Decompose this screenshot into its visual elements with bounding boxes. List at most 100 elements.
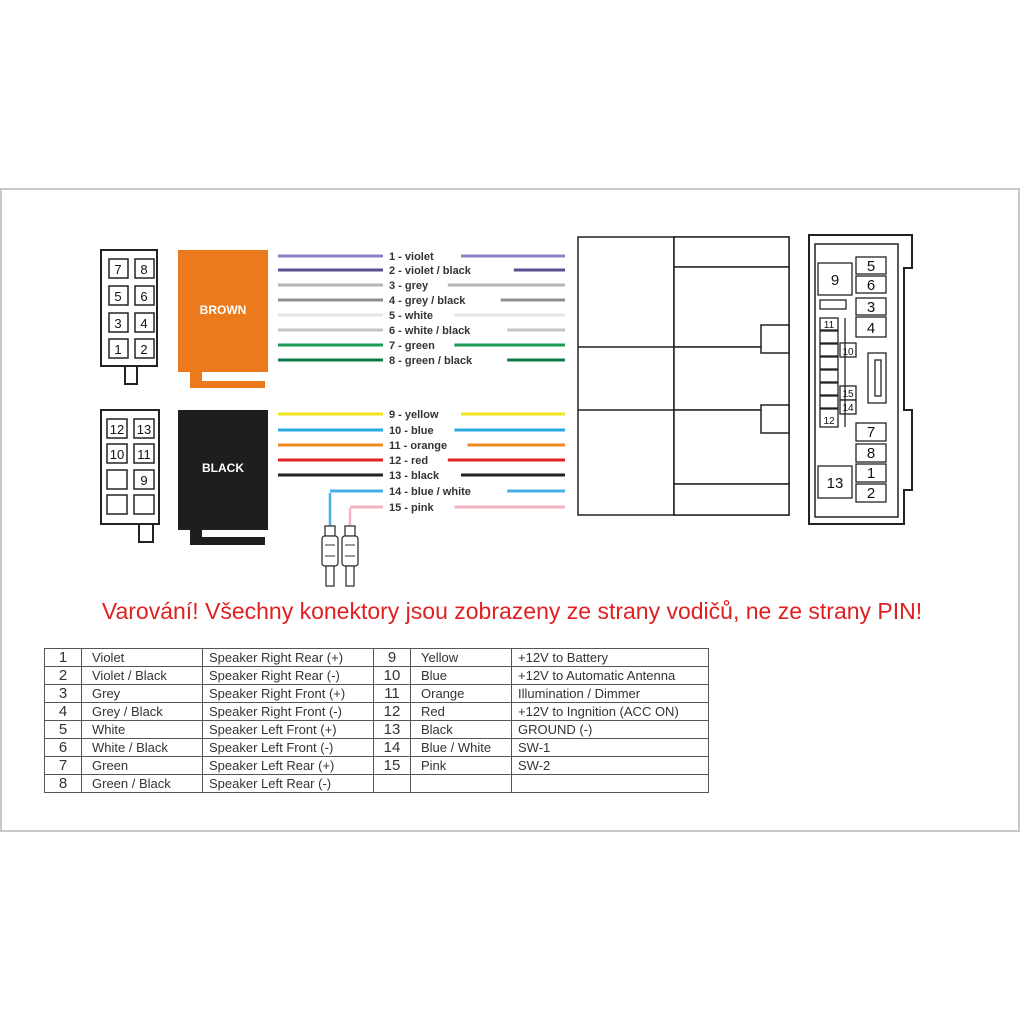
wire-color: White <box>81 720 203 739</box>
wire-label: 14 - blue / white <box>389 486 471 498</box>
wire-label: 1 - violet <box>389 251 434 263</box>
wiring-warning: Varování! Všechny konektory jsou zobraze… <box>101 598 923 624</box>
vehicle-pin-label: 10 <box>842 347 854 358</box>
brown-pin-label: 3 <box>114 316 121 331</box>
black-pin-face: 12 13 10 11 9 <box>100 409 160 543</box>
brown-pin-label: 2 <box>140 342 147 357</box>
wire-label: 7 - green <box>389 340 435 352</box>
vehicle-pin-label: 9 <box>831 272 839 289</box>
brown-pin-label: 5 <box>114 289 121 304</box>
pin-number: 1 <box>44 648 82 667</box>
vehicle-pin-label: 3 <box>867 299 875 316</box>
pin-number: 7 <box>44 756 82 775</box>
brown-pin-face: 7 8 5 6 3 4 1 2 <box>100 249 158 385</box>
black-connector: BLACK <box>178 410 268 545</box>
brown-pin-label: 8 <box>140 262 147 277</box>
vehicle-pin-face: 9 5 6 3 4 11 10 15 14 12 7 8 13 1 2 <box>808 234 913 525</box>
pin-number: 10 <box>373 666 411 685</box>
wire-label: 10 - blue <box>389 425 434 437</box>
wire-color: Yellow <box>410 648 512 667</box>
wire-color: Grey / Black <box>81 702 203 721</box>
wire-label: 11 - orange <box>389 440 447 452</box>
brown-pin-label: 4 <box>140 316 147 331</box>
wire-color: Blue / White <box>410 738 512 757</box>
wire-color: Violet / Black <box>81 666 203 685</box>
wire-function <box>511 774 709 793</box>
wire-label: 13 - black <box>389 470 440 482</box>
wire-label: 8 - green / black <box>389 355 473 367</box>
wire-function: Speaker Right Rear (-) <box>202 666 374 685</box>
vehicle-pin-label: 12 <box>823 416 835 427</box>
vehicle-pin-label: 6 <box>867 277 875 294</box>
wire-function: Speaker Right Front (-) <box>202 702 374 721</box>
vehicle-pin-label: 13 <box>827 475 844 492</box>
brown-connector-label: BROWN <box>200 303 247 317</box>
wire-color: Pink <box>410 756 512 775</box>
pin-number: 15 <box>373 756 411 775</box>
wire-function: Speaker Right Front (+) <box>202 684 374 703</box>
vehicle-pin-label: 14 <box>842 403 854 414</box>
wire-color: Red <box>410 702 512 721</box>
wire-color: Grey <box>81 684 203 703</box>
pin-number: 13 <box>373 720 411 739</box>
wire-label: 9 - yellow <box>389 409 439 421</box>
wire-color <box>410 774 512 793</box>
wire-label: 2 - violet / black <box>389 265 472 277</box>
wire-function: +12V to Ingnition (ACC ON) <box>511 702 709 721</box>
wire-function: Speaker Left Front (-) <box>202 738 374 757</box>
black-pin-label: 12 <box>110 422 124 437</box>
wire-function: Speaker Right Rear (+) <box>202 648 374 667</box>
wire-function: Illumination / Dimmer <box>511 684 709 703</box>
black-pin-label: 11 <box>137 447 151 462</box>
pin-number: 6 <box>44 738 82 757</box>
brown-connector: BROWN <box>178 250 268 388</box>
wire-color: Green / Black <box>81 774 203 793</box>
wire-color: Orange <box>410 684 512 703</box>
wire-color: White / Black <box>81 738 203 757</box>
wire-label: 15 - pink <box>389 502 435 514</box>
pin-number: 12 <box>373 702 411 721</box>
vehicle-pin-label: 2 <box>867 485 875 502</box>
pin-number <box>373 774 411 793</box>
wire-label: 6 - white / black <box>389 325 471 337</box>
wire-function: Speaker Left Rear (-) <box>202 774 374 793</box>
pin-number: 3 <box>44 684 82 703</box>
wire-function: Speaker Left Front (+) <box>202 720 374 739</box>
wire-function: SW-2 <box>511 756 709 775</box>
brown-pin-label: 7 <box>114 262 121 277</box>
vehicle-pin-label: 8 <box>867 445 875 462</box>
wire-function: +12V to Battery <box>511 648 709 667</box>
pin-number: 9 <box>373 648 411 667</box>
pin-number: 8 <box>44 774 82 793</box>
vehicle-connector <box>577 236 790 516</box>
brown-pin-label: 1 <box>114 342 121 357</box>
wiring-diagram: 7 8 5 6 3 4 1 2 12 13 10 11 9 BROWN BLAC… <box>100 234 913 587</box>
sw-plugs <box>321 493 359 587</box>
black-connector-label: BLACK <box>202 461 244 475</box>
wire-color: Black <box>410 720 512 739</box>
wire-color: Green <box>81 756 203 775</box>
vehicle-pin-label: 15 <box>842 389 854 400</box>
pin-number: 14 <box>373 738 411 757</box>
wire-color: Blue <box>410 666 512 685</box>
wire-function: Speaker Left Rear (+) <box>202 756 374 775</box>
pin-number: 4 <box>44 702 82 721</box>
vehicle-pin-label: 7 <box>867 424 875 441</box>
wire-label: 3 - grey <box>389 280 429 292</box>
wire-label: 12 - red <box>389 455 428 467</box>
wire-function: +12V to Automatic Antenna <box>511 666 709 685</box>
black-pin-label: 10 <box>110 447 124 462</box>
wire-color: Violet <box>81 648 203 667</box>
wire-label: 5 - white <box>389 310 433 322</box>
pin-number: 5 <box>44 720 82 739</box>
wire-function: SW-1 <box>511 738 709 757</box>
brown-pin-label: 6 <box>140 289 147 304</box>
